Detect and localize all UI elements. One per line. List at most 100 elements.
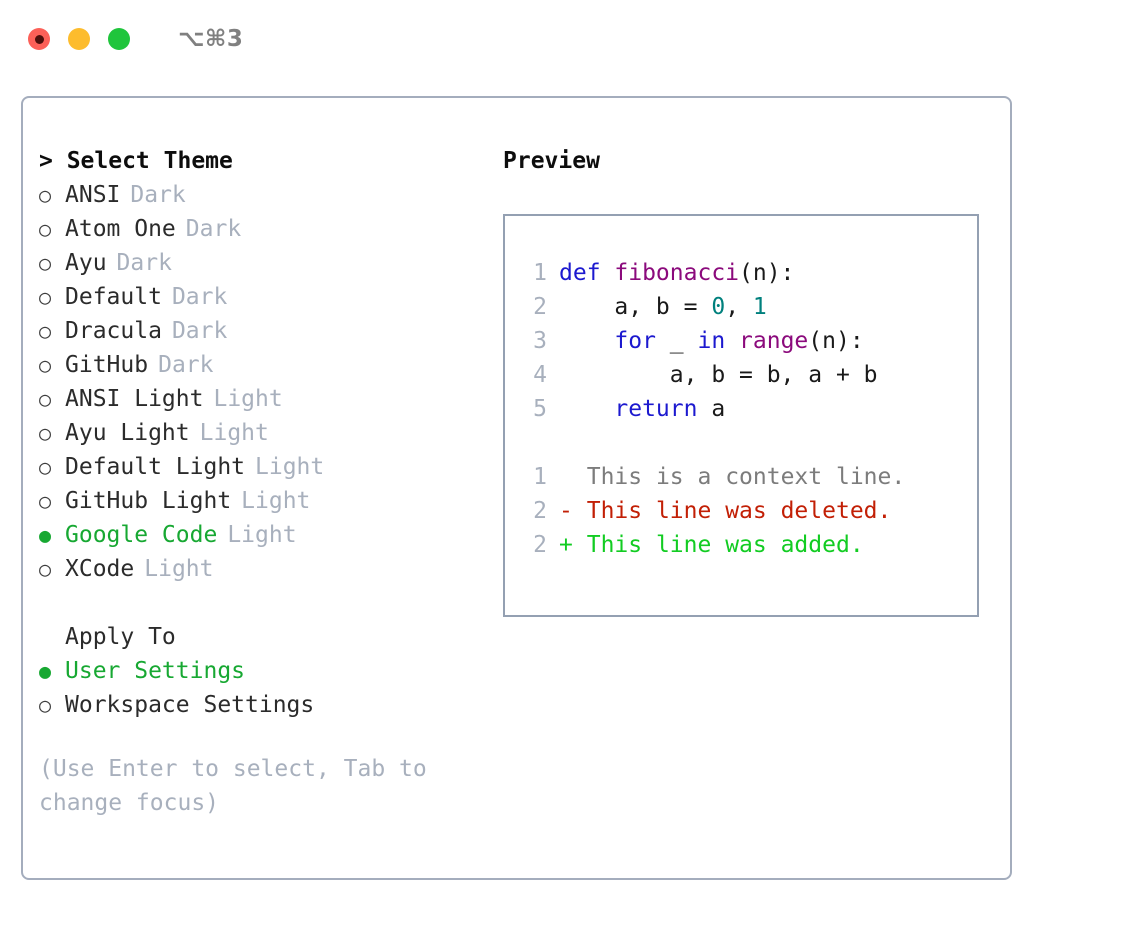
radio-unselected-icon: ○: [39, 183, 52, 207]
theme-option-kind-badge: Light: [199, 420, 269, 446]
theme-option-kind-badge: Dark: [116, 250, 172, 276]
theme-option-github-light[interactable]: ○ GitHub Light Light: [39, 484, 469, 518]
diff-text: This line was deleted.: [586, 498, 892, 524]
close-button[interactable]: [28, 28, 50, 50]
code-token-punc: (n):: [739, 260, 795, 286]
theme-option-label: Dracula: [65, 318, 162, 344]
radio-unselected-icon: ○: [39, 489, 52, 513]
theme-option-label: GitHub Light: [65, 488, 232, 514]
diff-line-text: + This line was added.: [559, 528, 864, 562]
theme-option-kind-badge: Light: [241, 488, 311, 514]
code-token-plain: a, b =: [559, 294, 712, 320]
radio-unselected-icon: ○: [39, 251, 52, 275]
radio-unselected-icon: ○: [39, 353, 52, 377]
code-line: 5 return a: [519, 392, 971, 426]
code-token-num: 0: [711, 294, 726, 320]
theme-option-label: ANSI Light: [65, 386, 204, 412]
minimize-button[interactable]: [68, 28, 90, 50]
theme-option-label: Atom One: [65, 216, 176, 242]
radio-selected-icon: ●: [39, 523, 52, 547]
theme-option-kind-badge: Dark: [171, 284, 228, 310]
apply-to-option-user-settings[interactable]: ● User Settings: [39, 654, 469, 688]
diff-sign: [559, 464, 573, 490]
radio-unselected-icon: ○: [39, 387, 52, 411]
diff-line-text: This is a context line.: [559, 460, 906, 494]
theme-option-kind-badge: Light: [213, 386, 283, 412]
theme-option-label: Google Code: [65, 522, 218, 548]
code-line-text: def fibonacci(n):: [559, 256, 794, 290]
theme-option-google-code[interactable]: ● Google Code Light: [39, 518, 469, 552]
code-token-fn: fibonacci: [614, 260, 740, 286]
theme-option-default[interactable]: ○ Default Dark: [39, 280, 469, 314]
code-token-kw: for: [559, 328, 670, 354]
code-token-kw: def: [559, 260, 615, 286]
diff-line-add: 2+ This line was added.: [519, 528, 971, 562]
apply-to-option-workspace-settings[interactable]: ○Workspace Settings: [39, 688, 469, 722]
line-number: 3: [533, 328, 547, 354]
theme-option-label: Default: [65, 284, 162, 310]
diff-line-ctx: 1 This is a context line.: [519, 460, 971, 494]
code-token-plain: ,: [725, 294, 753, 320]
diff-block: 1 This is a context line.2- This line wa…: [519, 460, 971, 562]
theme-option-kind-badge: Light: [227, 522, 297, 548]
theme-option-kind-badge: Dark: [171, 318, 228, 344]
code-token-num: 1: [752, 294, 767, 320]
code-line-text: return a: [559, 392, 725, 426]
preview-header: Preview: [503, 148, 600, 174]
theme-option-github[interactable]: ○ GitHub Dark: [39, 348, 469, 382]
apply-to-option-label: User Settings: [65, 658, 246, 684]
diff-sign: -: [559, 498, 573, 524]
code-token-plain: a: [711, 396, 726, 422]
line-number: 2: [533, 294, 547, 320]
theme-option-label: Default Light: [65, 454, 246, 480]
theme-option-label: ANSI: [65, 182, 121, 208]
theme-option-label: Ayu: [65, 250, 107, 276]
theme-option-kind-badge: Light: [255, 454, 325, 480]
diff-text: This line was added.: [586, 532, 864, 558]
keyboard-shortcut-label: ⌥⌘3: [178, 26, 244, 52]
theme-option-label: XCode: [65, 556, 135, 582]
radio-unselected-icon: ○: [39, 455, 52, 479]
radio-unselected-icon: ○: [39, 217, 52, 241]
code-token-kw: return: [559, 396, 712, 422]
keyboard-hint-text: (Use Enter to select, Tab to change focu…: [39, 756, 441, 816]
code-token-kw: in: [697, 328, 740, 354]
select-theme-header: > Select Theme: [39, 148, 233, 174]
diff-line-del: 2- This line was deleted.: [519, 494, 971, 528]
code-token-fn: range: [739, 328, 809, 354]
apply-to-option-label: Workspace Settings: [65, 692, 315, 718]
diff-text: This is a context line.: [586, 464, 906, 490]
theme-option-kind-badge: Dark: [185, 216, 242, 242]
code-line: 2 a, b = 0, 1: [519, 290, 971, 324]
theme-option-ansi-light[interactable]: ○ ANSI Light Light: [39, 382, 469, 416]
theme-option-label: Ayu Light: [65, 420, 190, 446]
code-diff-gap: [519, 426, 971, 460]
titlebar: ⌥⌘3: [0, 0, 1140, 78]
code-line: 1 def fibonacci(n):: [519, 256, 971, 290]
code-token-plain: a, b = b, a + b: [559, 362, 878, 388]
theme-option-ayu[interactable]: ○ Ayu Dark: [39, 246, 469, 280]
traffic-light-group: [28, 28, 130, 50]
theme-option-kind-badge: Dark: [158, 352, 214, 378]
theme-option-default-light[interactable]: ○ Default Light Light: [39, 450, 469, 484]
line-number: 1: [533, 260, 547, 286]
radio-unselected-icon: ○: [39, 285, 52, 309]
maximize-button[interactable]: [108, 28, 130, 50]
code-line-text: for _ in range(n):: [559, 324, 863, 358]
code-token-plain: _: [669, 328, 698, 354]
theme-option-atom-one[interactable]: ○ Atom One Dark: [39, 212, 469, 246]
theme-option-label: GitHub: [65, 352, 149, 378]
radio-selected-icon: ●: [39, 659, 52, 683]
code-line: 4 a, b = b, a + b: [519, 358, 971, 392]
